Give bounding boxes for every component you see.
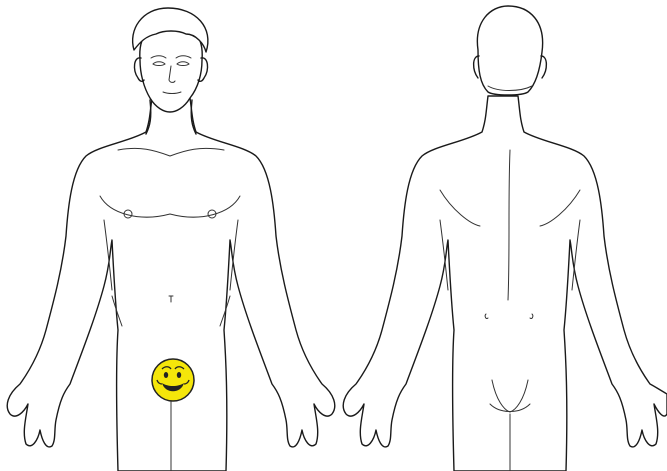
smiley-face-icon[interactable] — [152, 359, 194, 401]
smiley-right-eye — [177, 372, 181, 378]
back-head — [477, 6, 542, 95]
back-right-ear — [541, 56, 546, 78]
smiley-face-circle — [152, 359, 194, 401]
back-body-figure[interactable] — [343, 6, 667, 471]
back-body-outline — [343, 96, 667, 471]
smiley-left-eye — [164, 372, 168, 378]
front-head — [133, 8, 208, 112]
